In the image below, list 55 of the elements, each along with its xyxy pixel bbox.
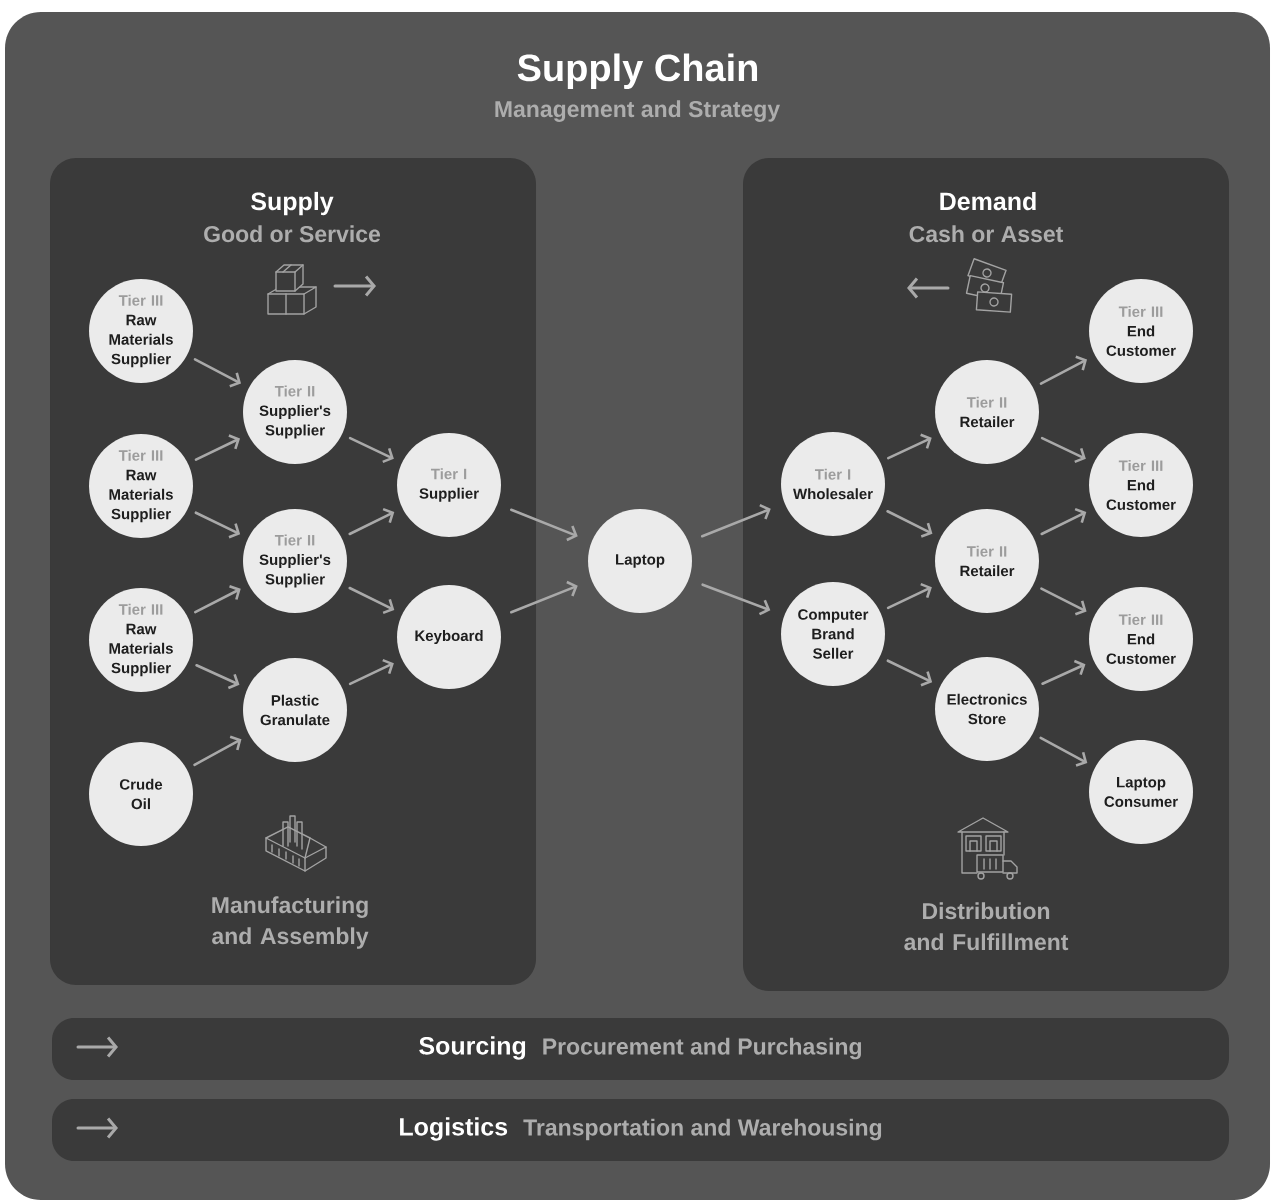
arrow <box>1039 736 1088 767</box>
bar-subtitle: Procurement and Purchasing <box>543 1037 861 1060</box>
panel-subtitle: Good or Service <box>204 225 381 243</box>
circle-node: Electronics Store <box>935 657 1039 761</box>
arrow <box>348 658 394 686</box>
panel-caption: Distribution and Fulfillment <box>904 902 1069 951</box>
circle-node: Tier III End Customer <box>1089 433 1193 537</box>
panel-subtitle: Management and Strategy <box>495 100 780 122</box>
arrow <box>886 509 933 538</box>
circle-node: Tier III Raw Materials Supplier <box>89 588 193 692</box>
bar-title: Sourcing <box>419 1036 526 1060</box>
circle-node: Tier III End Customer <box>1089 279 1193 383</box>
circle-node: Keyboard <box>397 585 501 689</box>
arrow <box>193 735 242 767</box>
circle-node: Tier I Supplier <box>397 433 501 537</box>
panel-subtitle: Cash or Asset <box>909 225 1064 243</box>
circle-node: Computer Brand Seller <box>781 582 885 686</box>
arrow <box>701 583 771 616</box>
arrow <box>348 586 395 615</box>
circle-node: Tier III Raw Materials Supplier <box>89 279 193 383</box>
arrow <box>1040 587 1087 616</box>
arrow <box>194 434 241 461</box>
arrow <box>194 584 241 614</box>
arrow <box>1039 355 1088 385</box>
circle-node: Tier III Raw Materials Supplier <box>89 434 193 538</box>
arrow <box>509 580 578 614</box>
circle-node: Crude Oil <box>89 742 193 846</box>
circle-node: Tier II Retailer <box>935 360 1039 464</box>
arrow <box>886 433 932 460</box>
arrow <box>1040 507 1087 536</box>
arrow <box>1040 436 1086 464</box>
circle-node: Laptop <box>588 509 692 613</box>
arrow <box>886 582 932 610</box>
arrow <box>348 436 394 464</box>
arrow <box>194 511 241 539</box>
arrow <box>886 659 933 687</box>
arrow <box>195 663 240 690</box>
arrow <box>700 503 771 538</box>
panel-title: Supply Chain <box>517 53 758 89</box>
circle-node: Tier II Retailer <box>935 509 1039 613</box>
panel-title: Demand <box>940 191 1036 211</box>
circle-node: Tier III End Customer <box>1089 587 1193 691</box>
circle-node: Plastic Granulate <box>243 658 347 762</box>
panel-caption: Manufacturing and Assembly <box>212 896 369 949</box>
circle-node: Laptop Consumer <box>1089 740 1193 844</box>
arrow <box>193 358 242 388</box>
panel-title: Supply <box>251 191 334 216</box>
circle-node: Tier II Supplier's Supplier <box>243 360 347 464</box>
bar-title: Logistics <box>400 1117 508 1141</box>
circle-node: Tier I Wholesaler <box>781 432 885 536</box>
arrow <box>348 507 395 536</box>
arrow <box>509 508 578 542</box>
circle-node: Tier II Supplier's Supplier <box>243 509 347 613</box>
bar-subtitle: Transportation and Warehousing <box>523 1118 882 1141</box>
arrow <box>1041 659 1086 686</box>
